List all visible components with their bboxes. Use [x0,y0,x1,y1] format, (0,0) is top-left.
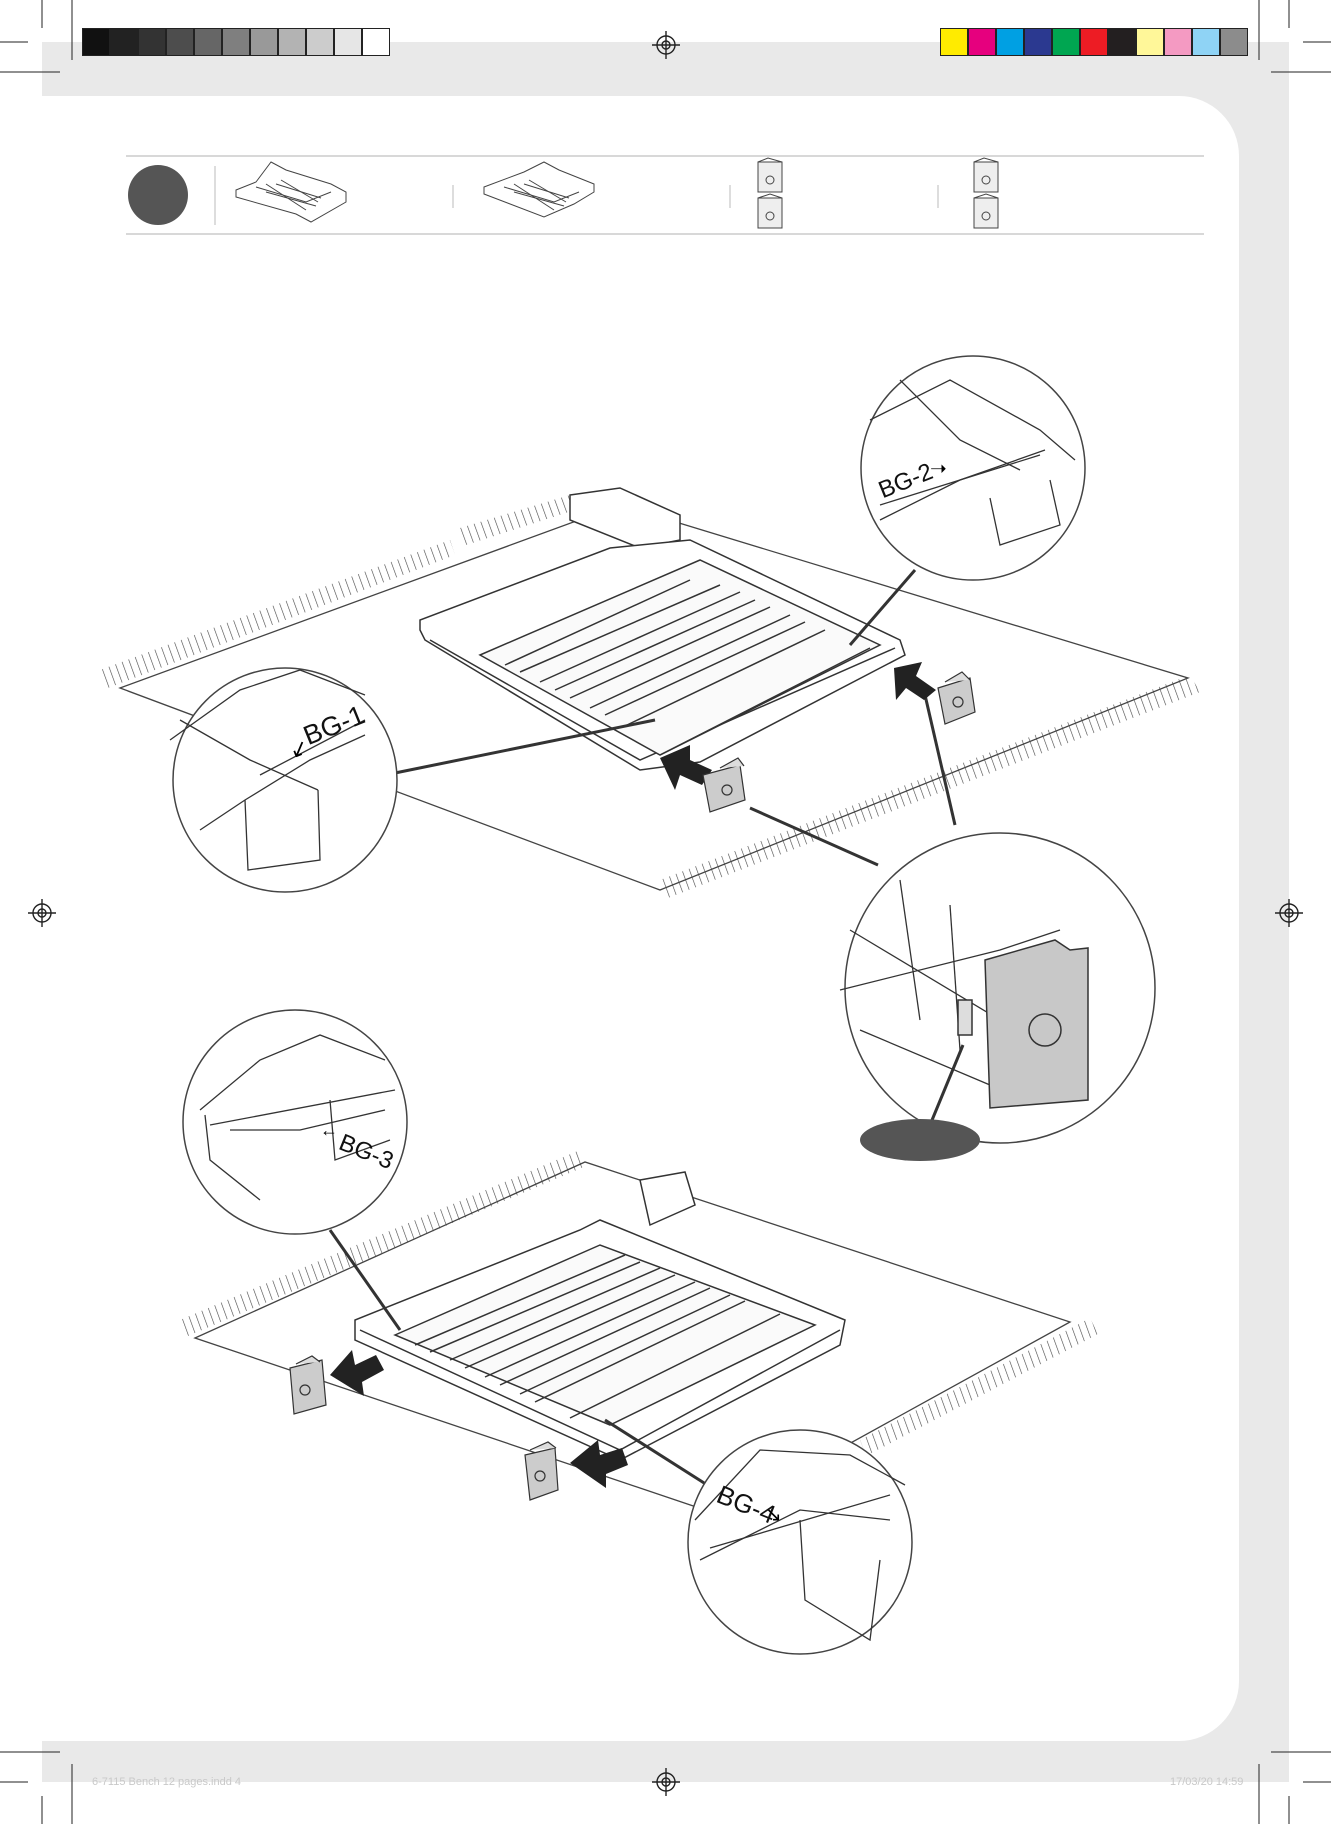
registration-target-right [1275,899,1303,927]
bracket-part [290,1356,326,1414]
floor-hatch [860,1318,1098,1456]
callout-bg3 [183,1010,407,1234]
step-number-badge [128,165,188,225]
parts-strip [126,156,1204,234]
frame-icon [484,162,594,217]
floor-hatch [460,495,575,545]
frame-icon [236,162,346,222]
arrow-left-icon: ← [320,1120,338,1141]
floor-hatch [100,540,455,688]
callout-bracket-detail [840,833,1155,1161]
arrow-down-right-icon: ↘ [765,1502,782,1527]
bracket-part [703,758,745,812]
arrow-right-icon: ➝ [930,456,947,481]
bracket-icon [974,158,998,228]
registration-target-left [28,899,56,927]
registration-target-bottom [652,1768,680,1796]
bracket-icon [758,158,782,228]
bracket-part [938,672,975,724]
registration-target-top [652,31,680,59]
footer-file-name: 6-7115 Bench 12 pages.indd 4 [92,1776,241,1788]
footer-date-time: 17/03/20 14:59 [1170,1776,1243,1788]
step-ref-badge [860,1119,980,1161]
callout-bg4 [688,1430,912,1654]
callout-bg1 [170,668,397,892]
bracket-large [985,940,1088,1108]
callout-bg2 [861,356,1085,580]
